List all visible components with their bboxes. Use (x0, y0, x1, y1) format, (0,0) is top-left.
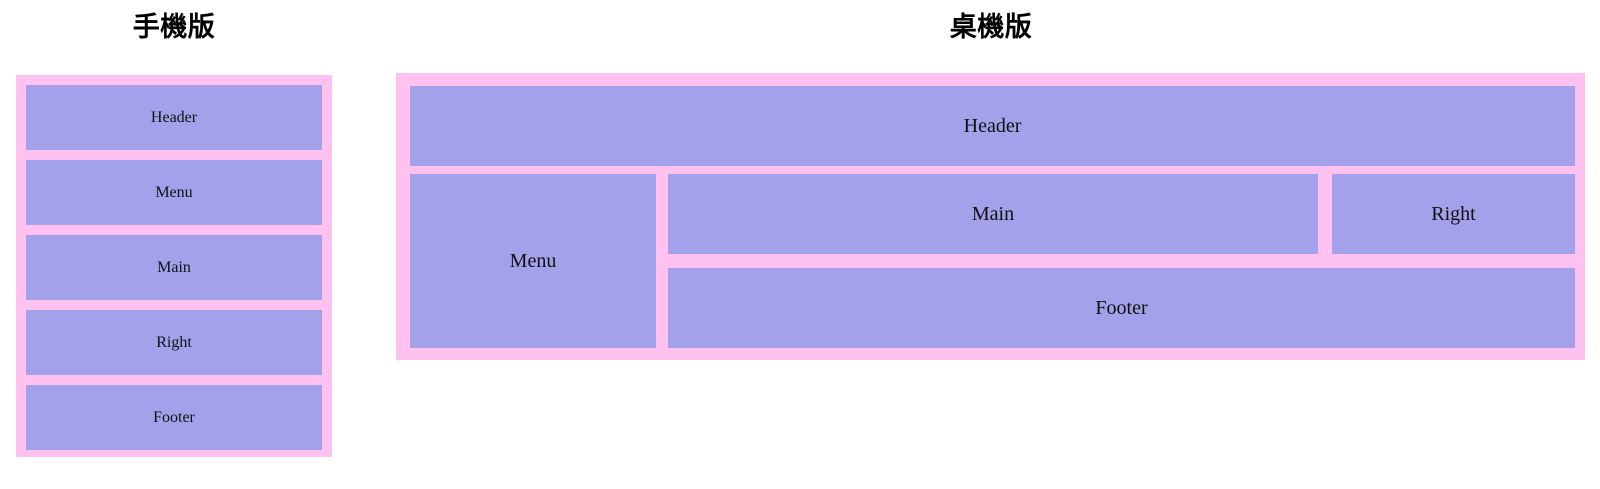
mobile-block-menu: Menu (26, 160, 322, 225)
mobile-block-main: Main (26, 235, 322, 300)
mobile-block-right-label: Right (156, 333, 192, 351)
mobile-block-footer: Footer (26, 385, 322, 450)
desktop-block-menu: Menu (410, 174, 656, 348)
mobile-block-menu-label: Menu (155, 183, 193, 201)
mobile-block-right: Right (26, 310, 322, 375)
mobile-block-header-label: Header (150, 108, 198, 126)
mobile-block-header: Header (26, 85, 322, 150)
desktop-block-right-label: Right (1431, 203, 1476, 225)
mobile-block-main-label: Main (157, 258, 191, 276)
mobile-block-footer-label: Footer (153, 408, 195, 426)
mobile-layout-title: 手機版 (132, 12, 216, 42)
desktop-block-main: Main (668, 174, 1318, 254)
desktop-block-right: Right (1332, 174, 1575, 254)
desktop-block-header-label: Header (963, 115, 1022, 137)
desktop-block-menu-label: Menu (509, 250, 557, 272)
mobile-layout-wireframe: Header Menu Main Right Footer (16, 75, 332, 457)
desktop-block-footer-label: Footer (1095, 297, 1148, 319)
desktop-layout-title: 桌機版 (949, 12, 1033, 42)
desktop-layout-wireframe: Header Menu Main Right Footer (396, 73, 1585, 360)
desktop-block-header: Header (410, 86, 1575, 166)
desktop-block-footer: Footer (668, 268, 1575, 348)
desktop-block-main-label: Main (971, 203, 1015, 225)
